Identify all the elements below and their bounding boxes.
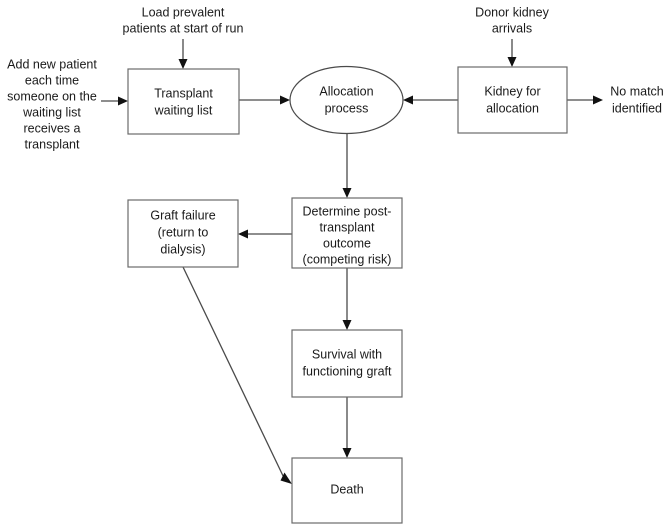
label-donor-kidney-line-1: Donor kidney: [475, 5, 549, 19]
label-load-prevalent-patients: Load prevalent patients at start of run: [123, 5, 244, 35]
node-allocation-process-line-1: Allocation: [319, 84, 373, 98]
label-load-prevalent-line-2: patients at start of run: [123, 21, 244, 35]
connector-survival-to-death: [342, 397, 352, 458]
connector-load-prevalent-to-waiting-list: [178, 39, 188, 69]
connector-allocation-to-determine-outcome: [342, 133, 352, 198]
node-determine-outcome-line-2: transplant: [320, 220, 375, 234]
connector-add-new-patient-to-waiting-list: [101, 96, 128, 106]
node-kidney-for-allocation[interactable]: Kidney for allocation: [457, 66, 568, 134]
node-determine-outcome-line-1: Determine post-: [303, 204, 392, 218]
connector-donor-arrivals-to-kidney: [507, 39, 517, 67]
label-no-match-line-2: identified: [612, 101, 662, 115]
connector-kidney-to-no-match: [567, 95, 603, 105]
connector-graft-failure-to-death: [182, 266, 292, 484]
label-add-new-patient-line-5: receives a: [24, 121, 81, 135]
node-transplant-waiting-list-line-2: waiting list: [154, 103, 213, 117]
label-add-new-patient-line-6: transplant: [25, 137, 80, 151]
connector-determine-outcome-to-survival: [342, 268, 352, 330]
label-add-new-patient-line-3: someone on the: [7, 89, 97, 103]
node-survival-with-functioning-graft[interactable]: Survival with functioning graft: [291, 329, 403, 398]
node-determine-post-transplant-outcome[interactable]: Determine post- transplant outcome (comp…: [291, 197, 403, 269]
node-determine-outcome-line-3: outcome: [323, 236, 371, 250]
node-survival-line-2: functioning graft: [303, 364, 392, 378]
connector-waiting-list-to-allocation: [239, 95, 290, 105]
label-load-prevalent-line-1: Load prevalent: [142, 5, 225, 19]
node-graft-failure-line-3: dialysis): [160, 242, 205, 256]
node-transplant-waiting-list[interactable]: Transplant waiting list: [127, 68, 240, 135]
node-graft-failure[interactable]: Graft failure (return to dialysis): [127, 199, 239, 268]
node-determine-outcome-line-4: (competing risk): [303, 252, 392, 266]
label-add-new-patient-line-4: waiting list: [22, 105, 81, 119]
node-transplant-waiting-list-line-1: Transplant: [154, 86, 213, 100]
node-graft-failure-line-1: Graft failure: [150, 208, 215, 222]
node-kidney-for-allocation-line-2: allocation: [486, 101, 539, 115]
label-no-match-line-1: No match: [610, 84, 664, 98]
label-add-new-patient: Add new patient each time someone on the…: [7, 57, 97, 151]
connector-determine-outcome-to-graft-failure: [238, 229, 292, 239]
node-death-label: Death: [330, 482, 363, 496]
node-allocation-process-line-2: process: [325, 101, 369, 115]
label-donor-kidney-arrivals: Donor kidney arrivals: [475, 5, 549, 35]
label-add-new-patient-line-1: Add new patient: [7, 57, 97, 71]
label-donor-kidney-line-2: arrivals: [492, 21, 532, 35]
node-death[interactable]: Death: [291, 457, 403, 524]
node-survival-line-1: Survival with: [312, 347, 382, 361]
label-add-new-patient-line-2: each time: [25, 73, 79, 87]
connector-kidney-to-allocation: [403, 95, 458, 105]
node-allocation-process[interactable]: Allocation process: [289, 65, 404, 135]
label-no-match-identified: No match identified: [610, 84, 664, 115]
node-kidney-for-allocation-line-1: Kidney for: [484, 84, 540, 98]
node-graft-failure-line-2: (return to: [158, 225, 209, 239]
